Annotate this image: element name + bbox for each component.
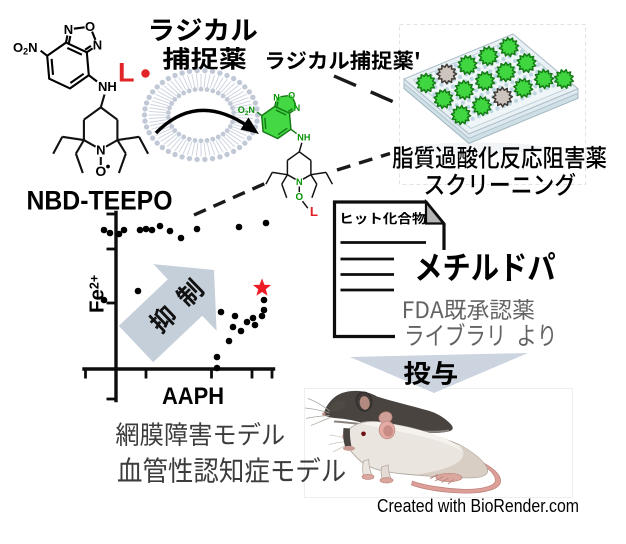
- svg-text:NH: NH: [297, 132, 310, 142]
- svg-text:N: N: [273, 92, 280, 102]
- svg-text:O: O: [95, 163, 106, 179]
- svg-text:N: N: [93, 38, 102, 53]
- svg-text:NBD-TEEPO: NBD-TEEPO: [27, 186, 173, 216]
- svg-text:L: L: [118, 58, 135, 88]
- svg-text:O2N: O2N: [13, 40, 38, 57]
- svg-text:O: O: [295, 192, 303, 203]
- svg-text:O: O: [85, 19, 95, 34]
- svg-text:N: N: [64, 22, 73, 37]
- svg-text:O: O: [288, 90, 295, 100]
- svg-text:AAPH: AAPH: [162, 383, 224, 410]
- svg-text:N: N: [294, 103, 301, 113]
- svg-text:O2N: O2N: [238, 105, 255, 117]
- svg-text:Created with BioRender.com: Created with BioRender.com: [377, 495, 579, 516]
- svg-text:N: N: [296, 177, 303, 187]
- svg-text:NH: NH: [98, 79, 117, 94]
- svg-text:L: L: [310, 204, 318, 219]
- svg-text:N: N: [96, 143, 105, 158]
